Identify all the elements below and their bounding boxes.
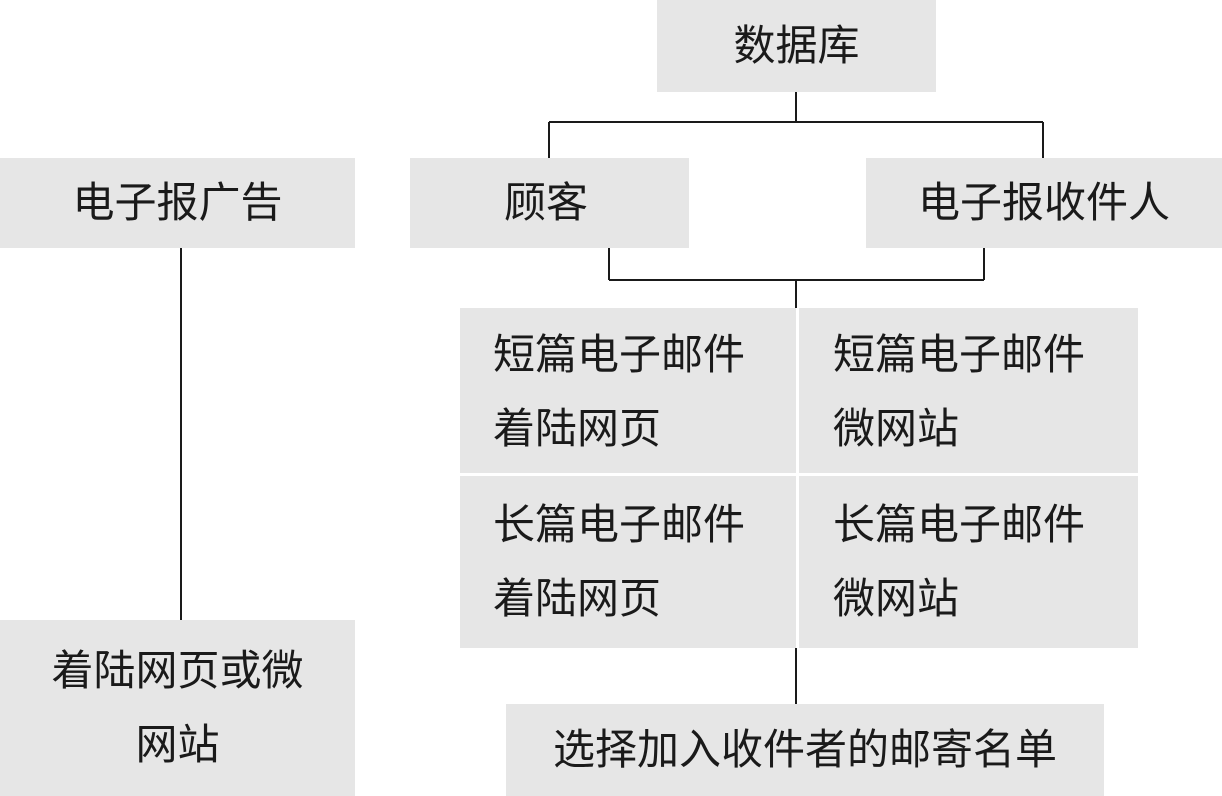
newsletter-ad-box: 电子报广告: [0, 158, 355, 248]
customers-label: 顾客: [504, 178, 589, 227]
customers-box: 顾客: [410, 158, 689, 248]
email-landing-grid: 短篇电子邮件 着陆网页 短篇电子邮件 微网站 长篇电子邮件 着陆网页 长篇电子邮…: [460, 308, 1138, 648]
grid-cell-short-microsite: 短篇电子邮件 微网站: [833, 330, 1086, 453]
opt-in-mailing-list-label: 选择加入收件者的邮寄名单: [552, 725, 1057, 774]
database-box: 数据库: [657, 0, 936, 92]
grid-cell-long-microsite: 长篇电子邮件 微网站: [833, 500, 1086, 623]
newsletter-recipients-label: 电子报收件人: [917, 178, 1170, 227]
grid-cell-long-landing: 长篇电子邮件 着陆网页: [493, 500, 746, 623]
landing-or-microsite-label: 着陆网页或微 网站: [51, 646, 304, 769]
landing-or-microsite-box: 着陆网页或微 网站: [0, 620, 355, 796]
newsletter-recipients-box: 电子报收件人: [866, 158, 1222, 248]
newsletter-ad-label: 电子报广告: [72, 178, 283, 227]
grid-vertical-divider: [796, 308, 799, 648]
grid-horizontal-divider: [460, 473, 1138, 476]
grid-cell-short-landing: 短篇电子邮件 着陆网页: [493, 330, 746, 453]
opt-in-mailing-list-box: 选择加入收件者的邮寄名单: [506, 704, 1104, 796]
database-label: 数据库: [733, 21, 860, 70]
